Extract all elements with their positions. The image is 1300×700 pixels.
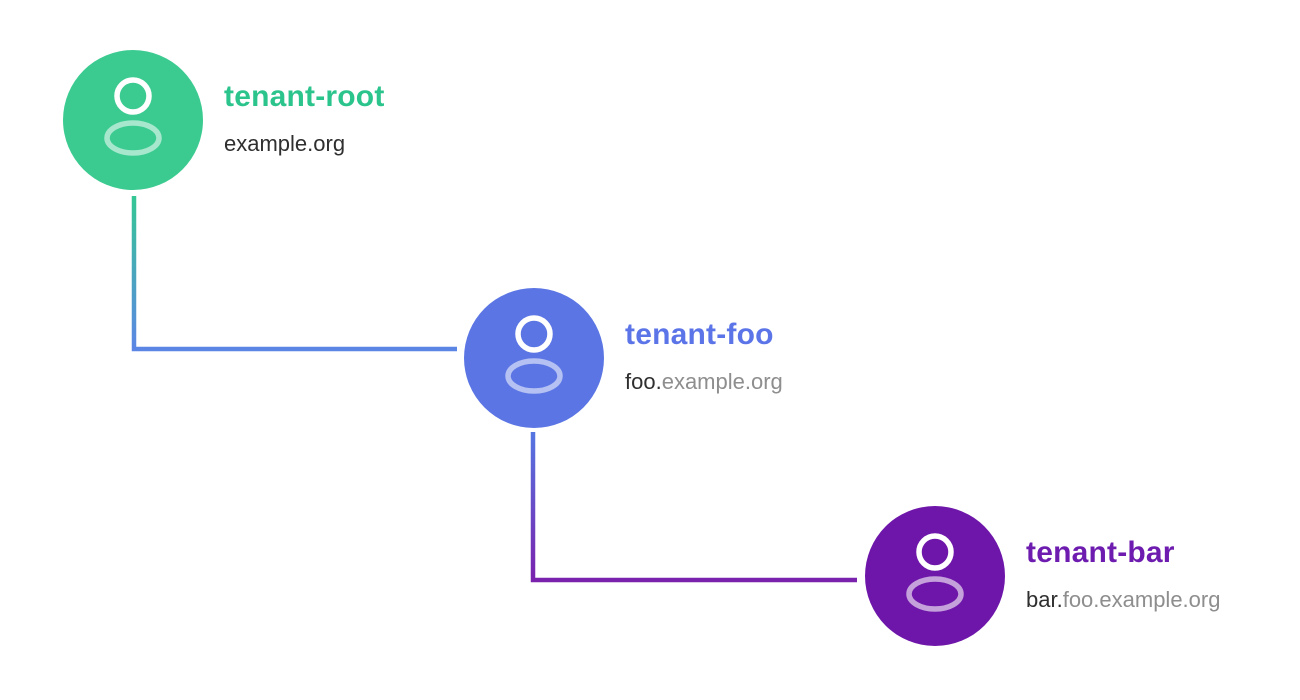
tenant-bar-labels: tenant-bar bar.foo.example.org (1026, 536, 1220, 612)
domain-suffix: foo.example.org (1062, 587, 1221, 612)
domain-prefix: foo. (625, 369, 662, 394)
domain-suffix: example.org (661, 369, 783, 394)
avatar-circle (63, 50, 203, 190)
user-icon-head (515, 315, 553, 353)
tenant-node-root: tenant-root example.org (63, 50, 663, 210)
tenant-node-foo: tenant-foo foo.example.org (464, 288, 1064, 448)
tenant-name: tenant-foo (625, 318, 774, 351)
user-icon-body (505, 358, 563, 394)
tenant-domain: foo.example.org (625, 370, 783, 394)
tenant-bar-avatar (865, 506, 1005, 646)
tenant-name: tenant-root (224, 80, 385, 113)
domain-prefix: example.org (224, 131, 346, 156)
user-icon (104, 77, 162, 156)
tenant-node-bar: tenant-bar bar.foo.example.org (865, 506, 1300, 666)
tenant-name: tenant-bar (1026, 536, 1175, 569)
tenant-domain: bar.foo.example.org (1026, 588, 1220, 612)
user-icon-head (114, 77, 152, 115)
tenant-domain: example.org (224, 132, 385, 156)
user-icon-body (906, 576, 964, 612)
avatar-circle (464, 288, 604, 428)
user-icon-body (104, 120, 162, 156)
connector-root-to-foo (131, 196, 457, 352)
tenant-foo-avatar (464, 288, 604, 428)
domain-prefix: bar. (1026, 587, 1063, 612)
avatar-circle (865, 506, 1005, 646)
user-icon (505, 315, 563, 394)
tenant-root-avatar (63, 50, 203, 190)
user-icon-head (916, 533, 954, 571)
user-icon (906, 533, 964, 612)
connector-foo-to-bar (530, 432, 857, 583)
tenant-foo-labels: tenant-foo foo.example.org (625, 318, 783, 394)
tenant-root-labels: tenant-root example.org (224, 80, 385, 156)
